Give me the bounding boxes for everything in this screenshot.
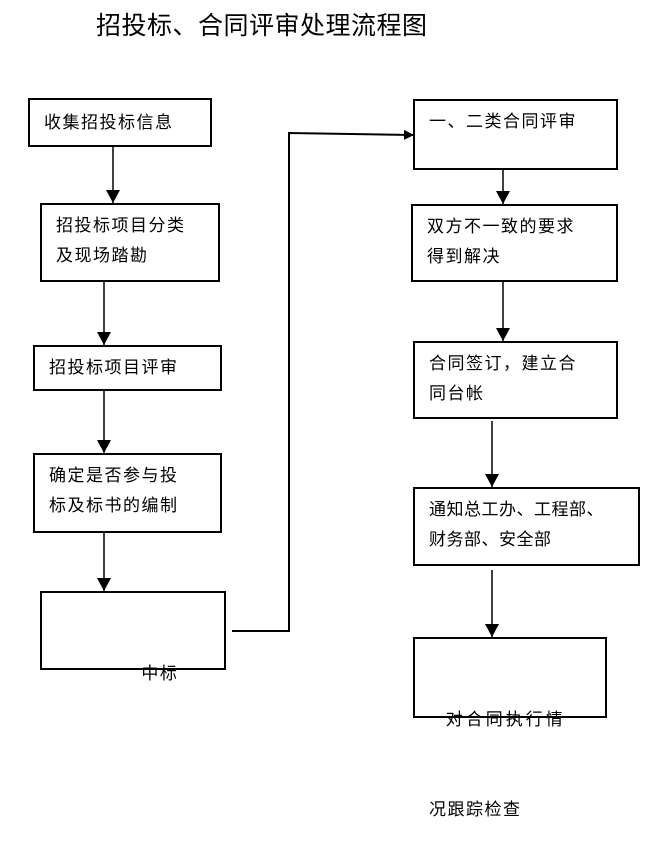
node-notify-departments: 通知总工办、工程部、 财务部、安全部 xyxy=(413,487,640,566)
node-text: 确定是否参与投 xyxy=(49,466,179,486)
node-text: 一、二类合同评审 xyxy=(429,112,577,132)
node-text: 合同签订，建立合 xyxy=(429,354,577,374)
node-text: 招投标项目评审 xyxy=(49,358,179,378)
node-project-review: 招投标项目评审 xyxy=(33,345,222,391)
connector-win-to-contract-review xyxy=(232,129,414,632)
node-text: 财务部、安全部 xyxy=(429,530,552,550)
node-classify-survey: 招投标项目分类 及现场踏勘 xyxy=(40,203,220,282)
node-win-bid: 中标 xyxy=(40,591,226,684)
node-text: 通知总工办、工程部、 xyxy=(429,500,604,520)
node-sign-contract: 合同签订，建立合 同台帐 xyxy=(413,341,618,419)
node-text: 招投标项目分类 xyxy=(56,216,186,236)
node-text: 同台帐 xyxy=(429,384,485,404)
node-text: 得到解决 xyxy=(427,247,501,267)
node-contract-review: 一、二类合同评审 xyxy=(413,99,618,170)
connectors xyxy=(97,129,510,637)
node-text: 标及标书的编制 xyxy=(49,496,179,516)
node-text: 对合同执行情 xyxy=(429,710,566,730)
diagram-title: 招投标、合同评审处理流程图 xyxy=(96,11,428,40)
node-text: 中标 xyxy=(100,664,179,684)
node-text: 收集招投标信息 xyxy=(44,113,174,133)
node-track-execution: 对合同执行情 况跟踪检查 xyxy=(413,637,607,820)
node-resolve-requirements: 双方不一致的要求 得到解决 xyxy=(411,204,618,282)
node-collect-info: 收集招投标信息 xyxy=(28,98,212,147)
node-text: 及现场踏勘 xyxy=(56,246,149,266)
node-text: 况跟踪检查 xyxy=(429,800,522,820)
node-decide-participate: 确定是否参与投 标及标书的编制 xyxy=(33,453,222,533)
node-text: 双方不一致的要求 xyxy=(427,217,575,237)
